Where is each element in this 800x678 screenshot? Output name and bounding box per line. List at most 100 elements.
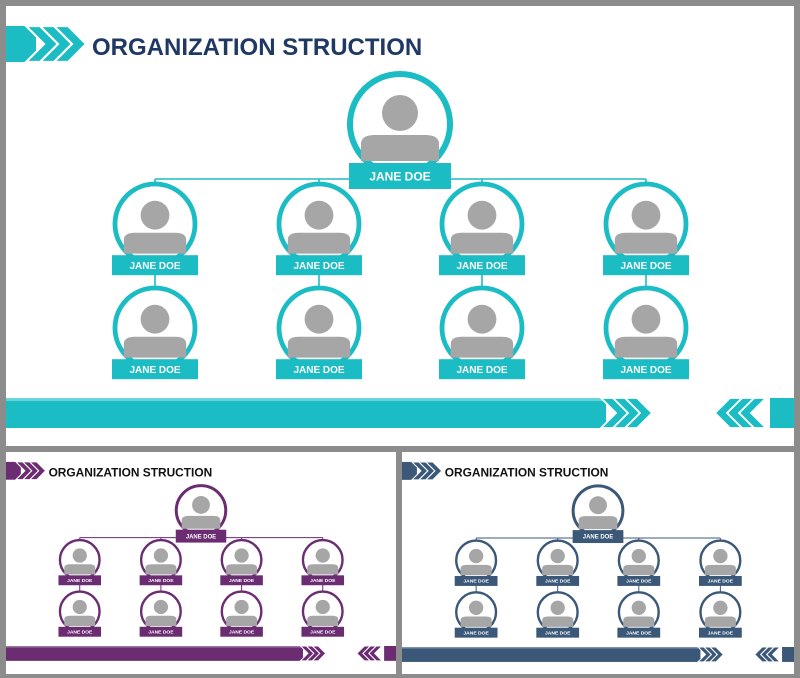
slide-main-teal: ORGANIZATION STRUCTION JANE DOE JANE DOE JA…	[6, 6, 794, 446]
org-node: JANE DOE	[112, 181, 198, 276]
node-name: JANE DOE	[545, 630, 571, 636]
person-silhouette-icon	[307, 548, 339, 575]
node-label-box	[572, 530, 624, 544]
node-name: JANE DOE	[148, 630, 174, 636]
org-node: JANE DOE	[58, 590, 102, 637]
person-silhouette-icon	[542, 600, 574, 627]
node-label-box	[220, 626, 263, 637]
org-node: JANE DOE	[439, 181, 525, 276]
org-chart-main: ORGANIZATION STRUCTION JANE DOE JANE DOE JA…	[6, 24, 794, 429]
org-node: JANE DOE	[301, 538, 345, 586]
page-title: ORGANIZATION STRUCTION	[92, 34, 422, 61]
node-label-box	[698, 627, 742, 638]
node-label-box	[698, 575, 742, 586]
node-name: JANE DOE	[583, 535, 613, 541]
org-node: JANE DOE	[617, 539, 661, 586]
person-silhouette-icon	[226, 599, 258, 627]
org-node: JANE DOE	[276, 285, 362, 380]
node-name: JANE DOE	[463, 579, 489, 585]
org-node: JANE DOE	[617, 591, 661, 638]
node-label-box	[220, 575, 263, 586]
title-chevrons	[6, 461, 47, 481]
node-label-box	[536, 575, 580, 586]
org-node: JANE DOE	[571, 484, 625, 544]
node-name: JANE DOE	[369, 169, 430, 183]
chevron-right-icon	[708, 646, 725, 663]
person-silhouette-icon	[623, 548, 655, 576]
node-name: JANE DOE	[456, 365, 507, 376]
person-silhouette-icon	[460, 548, 492, 576]
node-label-box	[454, 627, 498, 638]
person-silhouette-icon	[542, 548, 574, 576]
node-name: JANE DOE	[186, 534, 216, 540]
node-label-box	[536, 627, 580, 638]
node-label-box	[603, 255, 689, 276]
person-silhouette-icon	[145, 599, 177, 627]
org-node: JANE DOE	[174, 484, 228, 543]
person-silhouette-icon	[64, 548, 96, 575]
node-name: JANE DOE	[129, 365, 180, 376]
chevron-left-icon	[753, 646, 770, 663]
person-silhouette-icon	[123, 304, 187, 358]
person-silhouette-icon	[704, 600, 736, 627]
org-node: JANE DOE	[112, 285, 198, 380]
node-label-box	[58, 626, 102, 637]
node-name: JANE DOE	[463, 630, 489, 636]
person-silhouette-icon	[614, 304, 678, 358]
org-node: JANE DOE	[347, 71, 453, 189]
node-label-box	[139, 575, 183, 586]
person-silhouette-icon	[226, 548, 258, 575]
org-node: JANE DOE	[536, 591, 580, 638]
node-name: JANE DOE	[620, 365, 671, 376]
node-label-box	[58, 575, 102, 586]
node-name: JANE DOE	[545, 579, 571, 585]
org-node: JANE DOE	[301, 590, 345, 637]
org-node: JANE DOE	[58, 538, 102, 586]
chevron-right-icon	[28, 461, 47, 481]
node-label-box	[603, 359, 689, 380]
org-node: JANE DOE	[603, 181, 689, 276]
node-label-box	[276, 255, 362, 276]
person-silhouette-icon	[361, 95, 439, 161]
person-silhouette-icon	[287, 200, 351, 254]
chevron-right-icon	[622, 397, 654, 429]
node-name: JANE DOE	[67, 578, 93, 584]
node-name: JANE DOE	[229, 630, 255, 636]
org-node: JANE DOE	[536, 539, 580, 586]
node-name: JANE DOE	[229, 578, 255, 584]
title-chevrons	[402, 461, 443, 481]
node-name: JANE DOE	[626, 579, 652, 585]
node-label-box	[439, 255, 525, 276]
person-silhouette-icon	[450, 200, 514, 254]
node-label-box	[439, 359, 525, 380]
chevron-left-icon	[356, 645, 372, 662]
node-label-box	[112, 359, 198, 380]
person-silhouette-icon	[123, 200, 187, 254]
chevron-right-icon	[311, 645, 327, 662]
org-node: JANE DOE	[220, 590, 263, 637]
node-label-box	[139, 626, 183, 637]
org-node: JANE DOE	[454, 591, 498, 638]
node-name: JANE DOE	[708, 579, 734, 585]
footer-band	[6, 397, 794, 429]
org-node: JANE DOE	[603, 285, 689, 380]
node-label-box	[617, 627, 661, 638]
page-title: ORGANIZATION STRUCTION	[49, 465, 213, 479]
person-silhouette-icon	[704, 548, 736, 576]
chevron-right-icon	[424, 461, 443, 481]
footer-band	[6, 645, 396, 662]
node-name: JANE DOE	[708, 630, 734, 636]
org-node: JANE DOE	[698, 539, 742, 586]
person-silhouette-icon	[460, 600, 492, 627]
node-name: JANE DOE	[293, 365, 344, 376]
person-silhouette-icon	[450, 304, 514, 358]
person-silhouette-icon	[578, 496, 618, 530]
node-label-box	[301, 626, 345, 637]
org-node: JANE DOE	[439, 285, 525, 380]
org-node: JANE DOE	[454, 539, 498, 586]
node-label-box	[276, 359, 362, 380]
chevron-left-icon	[713, 397, 745, 429]
